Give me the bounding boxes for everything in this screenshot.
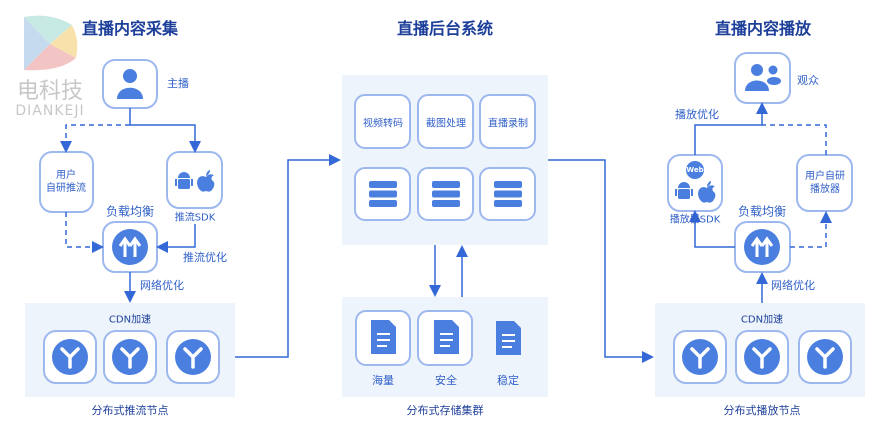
- self-push-label: 用户 自研推流: [46, 170, 86, 194]
- web-icon: [686, 161, 704, 179]
- push-sdk-label: 推流SDK: [174, 212, 216, 224]
- storage-cluster-label: 分布式存储集群: [406, 404, 484, 417]
- web-label: Web: [686, 166, 704, 174]
- cdn-node-icon: [110, 337, 150, 377]
- watermark-brand-cn: 电科技: [16, 79, 84, 104]
- player-sdk-label: 播放器SDK: [669, 214, 721, 226]
- database-icon: [432, 181, 460, 207]
- collect-title: 直播内容采集: [81, 19, 179, 38]
- cdn-node-icon: [50, 337, 90, 377]
- load-balance-label: 负载均衡: [737, 204, 787, 219]
- cdn-node-icon: [742, 337, 782, 377]
- storage-stable: 稳定: [497, 374, 519, 387]
- database-icon: [494, 181, 522, 207]
- document-icon: [433, 319, 460, 355]
- watermark-brand-en: DIANKEJI: [15, 103, 85, 119]
- host-label: 主播: [167, 77, 189, 90]
- service-record: 直播录制: [488, 118, 528, 130]
- storage-mass: 海量: [372, 374, 394, 387]
- audience-icon: [745, 64, 781, 91]
- audience-label: 观众: [797, 74, 819, 87]
- self-player-label: 用户自研 播放器: [805, 171, 845, 195]
- push-opt-label: 推流优化: [183, 251, 227, 264]
- net-opt-label: 网络优化: [771, 279, 815, 292]
- storage-secure: 安全: [435, 374, 457, 387]
- cdn-label: CDN加速: [740, 314, 784, 326]
- net-opt-label: 网络优化: [140, 279, 184, 292]
- play-opt-label: 播放优化: [675, 108, 719, 121]
- play-title: 直播内容播放: [714, 19, 812, 38]
- load-balance-label: 负载均衡: [105, 204, 155, 219]
- load-balance-icon: [742, 227, 782, 267]
- cdn-node-icon: [173, 337, 213, 377]
- play-nodes-label: 分布式播放节点: [723, 404, 801, 417]
- backend-title: 直播后台系统: [396, 19, 494, 38]
- watermark-logo: [24, 15, 78, 71]
- push-nodes-label: 分布式推流节点: [91, 404, 169, 417]
- service-screenshot: 截图处理: [426, 118, 466, 130]
- document-icon: [495, 320, 522, 356]
- host-icon: [117, 69, 143, 99]
- document-icon: [370, 319, 397, 355]
- service-transcode: 视频转码: [363, 118, 403, 130]
- cdn-node-icon: [805, 337, 845, 377]
- cdn-label: CDN加速: [108, 314, 152, 326]
- database-icon: [369, 181, 397, 207]
- load-balance-icon: [110, 227, 150, 267]
- cdn-node-icon: [680, 337, 720, 377]
